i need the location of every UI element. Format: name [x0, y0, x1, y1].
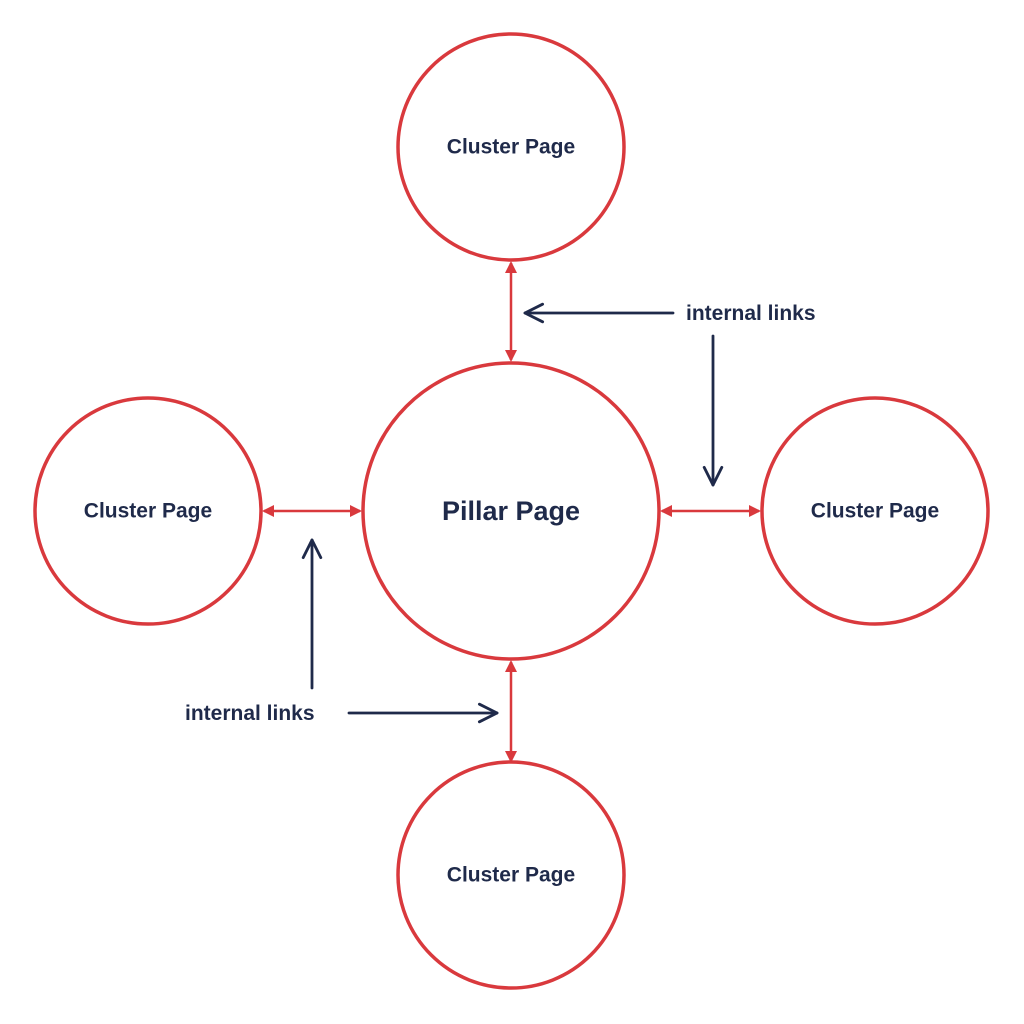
annotation-top-right: internal links [523, 302, 816, 487]
pillar-node: Pillar Page [361, 361, 661, 661]
cluster-node-left: Cluster Page [33, 396, 263, 626]
cluster-label-top: Cluster Page [447, 136, 575, 159]
cluster-label-bottom: Cluster Page [447, 864, 575, 887]
annotation-label-top-right: internal links [686, 302, 816, 325]
pillar-label: Pillar Page [442, 496, 580, 526]
cluster-node-right: Cluster Page [760, 396, 990, 626]
cluster-node-top: Cluster Page [396, 32, 626, 262]
cluster-circle-right [760, 396, 990, 626]
cluster-circle-left [33, 396, 263, 626]
annotation-label-bottom-left: internal links [185, 702, 315, 725]
cluster-label-right: Cluster Page [811, 500, 939, 523]
cluster-node-bottom: Cluster Page [396, 760, 626, 990]
annotation-bottom-left: internal links [185, 538, 499, 725]
cluster-circle-top [396, 32, 626, 262]
cluster-label-left: Cluster Page [84, 500, 212, 523]
pillar-circle [361, 361, 661, 661]
